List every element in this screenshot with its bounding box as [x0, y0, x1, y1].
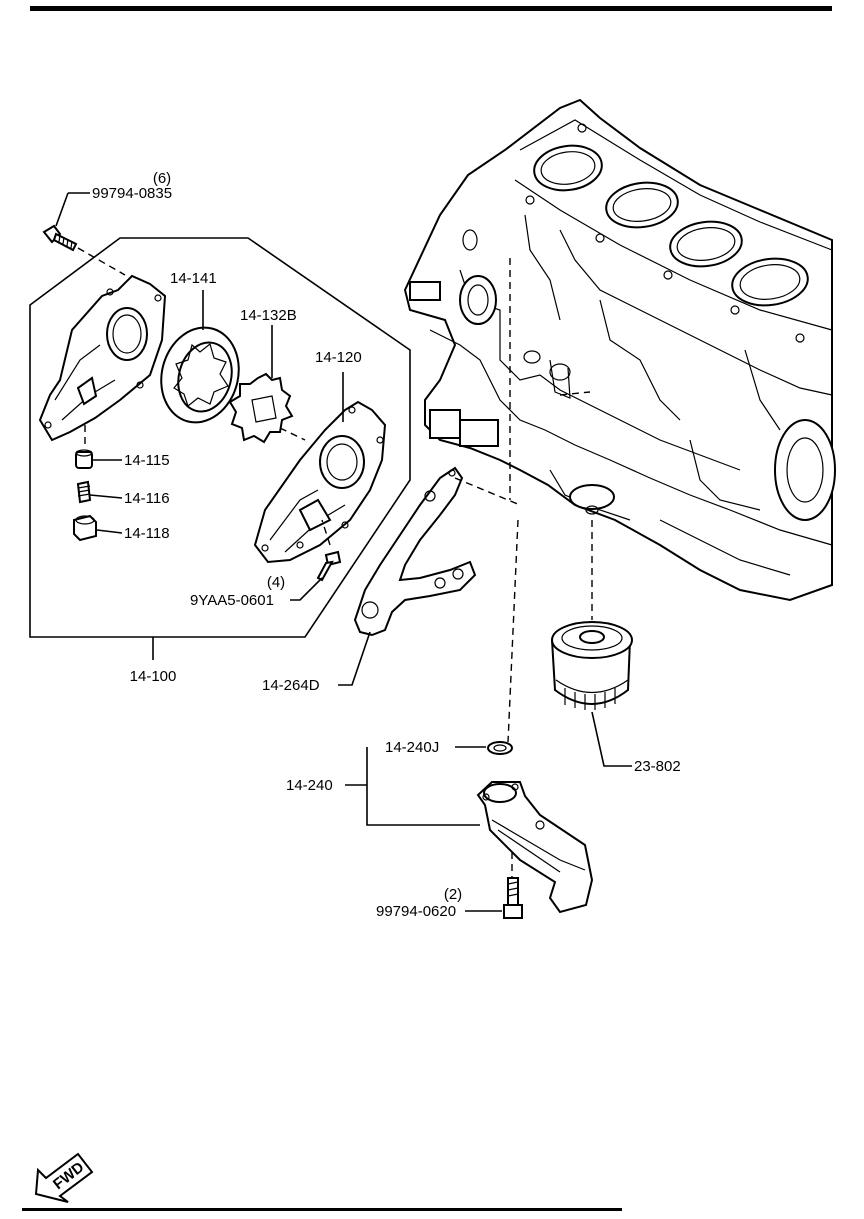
callout-screw: 9YAA5-0601	[190, 592, 274, 609]
bolt-bottom	[503, 877, 523, 919]
top-border	[30, 6, 832, 11]
outer-gear-ring	[160, 326, 240, 424]
bottom-border	[22, 1208, 622, 1211]
callout-oring: 14-240J	[385, 739, 439, 756]
callout-plunger: 14-115	[124, 452, 170, 469]
callout-screw-qty: (4)	[267, 574, 285, 591]
pump-group-bracket	[29, 237, 411, 638]
inner-rotor	[228, 372, 294, 444]
bolt-top	[42, 224, 78, 252]
pump-body	[253, 400, 387, 564]
callout-bolt-top-qty: (6)	[153, 170, 171, 187]
pump-gasket	[353, 466, 477, 637]
oring	[487, 741, 513, 755]
callout-bolt-bottom: 99794-0620	[376, 903, 456, 920]
callout-bolt-bottom-qty: (2)	[444, 886, 462, 903]
relief-plug	[73, 514, 97, 542]
callout-pump-body: 14-120	[315, 349, 362, 366]
callout-plug: 14-118	[124, 525, 170, 542]
pump-cover	[38, 274, 167, 442]
callout-gear-ring: 14-141	[170, 270, 217, 287]
callout-inner-rotor: 14-132B	[240, 307, 297, 324]
callout-strainer: 14-240	[286, 777, 333, 794]
callout-bolt-top: 99794-0835	[92, 185, 172, 202]
engine-block	[403, 98, 836, 602]
callout-gasket: 14-264D	[262, 677, 320, 694]
callout-pump-assembly: 14-100	[130, 668, 177, 685]
oil-strainer	[476, 781, 594, 914]
relief-spring	[76, 480, 92, 504]
fwd-arrow-icon: FWD	[34, 1152, 94, 1203]
callout-spring: 14-116	[124, 490, 170, 507]
callout-filter: 23-802	[634, 758, 681, 775]
plunger	[75, 449, 93, 469]
pump-screw	[316, 550, 342, 582]
oil-filter	[550, 621, 633, 710]
